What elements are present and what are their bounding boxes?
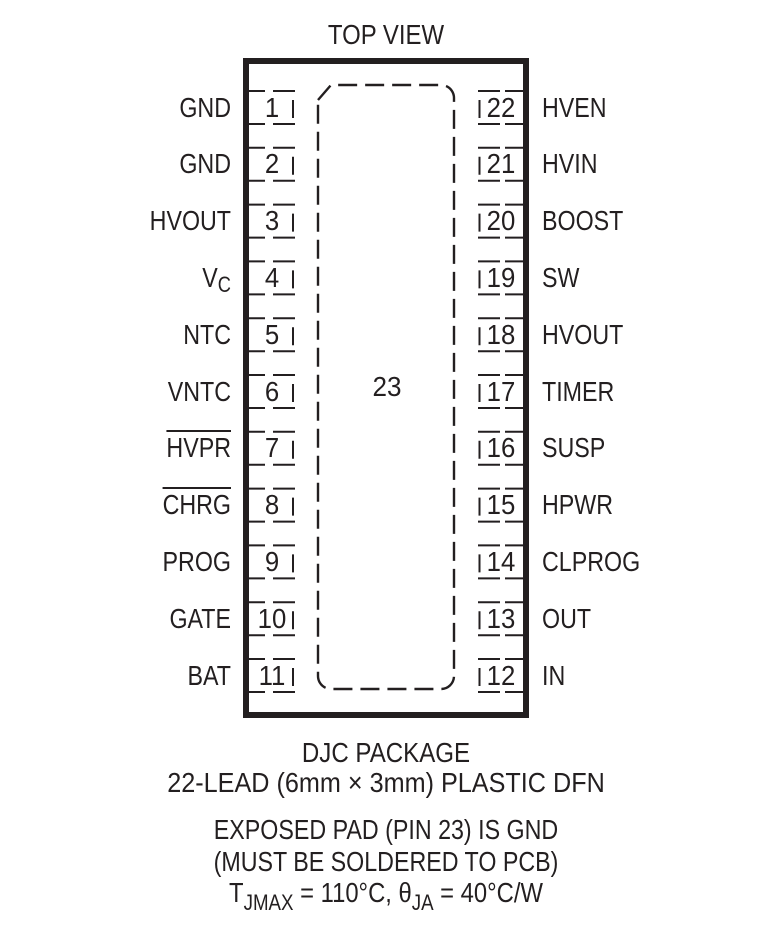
pin-label-13: OUT (542, 602, 592, 634)
exposed-pad-outline (316, 83, 456, 691)
pin-number-1: 1 (264, 91, 280, 123)
pin-label-6: VNTC (39, 375, 231, 407)
pin-name-active-low: HVPR (166, 432, 231, 464)
thermal-spec: TJMAX = 110°C, θJA = 40°C/W (89, 877, 684, 916)
pin-number-17: 17 (486, 375, 516, 407)
pin-label-9: PROG (39, 545, 231, 577)
pin-name-active-low: CHRG (162, 489, 231, 521)
pin-number-12: 12 (486, 659, 516, 691)
pin-label-18: HVOUT (542, 318, 624, 350)
pin-number-21: 21 (486, 148, 516, 180)
pin-number-20: 20 (486, 205, 516, 237)
pin-number-6: 6 (264, 375, 280, 407)
pin-name: HVOUT (149, 205, 231, 237)
solder-note: (MUST BE SOLDERED TO PCB) (213, 846, 559, 877)
exposed-pad-pin-number: 23 (372, 371, 402, 402)
pin-name: NTC (183, 318, 231, 350)
pin-label-5: NTC (39, 318, 231, 350)
theta-value: = 40°C/W (433, 877, 543, 908)
pin-number-10: 10 (257, 602, 287, 634)
pin-number-2: 2 (264, 148, 280, 180)
pin-label-16: SUSP (542, 432, 606, 464)
pin-number-8: 8 (264, 489, 280, 521)
pin-label-22: HVEN (542, 91, 607, 123)
pin-label-8: CHRG (39, 491, 231, 519)
pin-number-19: 19 (486, 261, 516, 293)
pin-label-3: HVOUT (39, 207, 231, 235)
pin-number-18: 18 (486, 318, 516, 350)
package-name: DJC PACKAGE (301, 737, 471, 768)
theta-symbol: θ (398, 877, 412, 908)
pin-label-15: HPWR (542, 489, 614, 521)
tj-symbol: T (229, 877, 244, 908)
pin-name: PROG (162, 545, 231, 577)
pin-label-2: GND (39, 150, 231, 178)
pin-number-9: 9 (264, 545, 280, 577)
package-outline (243, 58, 529, 718)
pin-label-14: CLPROG (542, 545, 641, 577)
pin-label-20: BOOST (542, 205, 624, 237)
pin-name: BAT (187, 659, 231, 691)
pin-number-16: 16 (486, 432, 516, 464)
tj-value: = 110°C, (293, 877, 399, 908)
tj-subscript: JMAX (243, 890, 294, 915)
pin-name: GATE (169, 602, 231, 634)
pin-number-5: 5 (264, 318, 280, 350)
pin-number-11: 11 (258, 659, 286, 691)
pin-label-17: TIMER (542, 375, 615, 407)
pin-number-7: 7 (264, 432, 280, 464)
pin-label-11: BAT (39, 659, 231, 691)
pin-number-15: 15 (486, 489, 516, 521)
pin-name: VNTC (167, 375, 231, 407)
top-view-title: TOP VIEW (327, 19, 445, 50)
pin-label-7: HVPR (39, 434, 231, 462)
pin-number-22: 22 (486, 91, 516, 123)
pin-label-1: GND (39, 91, 231, 123)
pin-label-21: HVIN (542, 148, 598, 180)
pin-number-14: 14 (486, 545, 516, 577)
pin-label-10: GATE (39, 602, 231, 634)
exposed-pad-note: EXPOSED PAD (PIN 23) IS GND (213, 814, 559, 845)
theta-subscript: JA (411, 890, 434, 915)
pin-number-3: 3 (264, 205, 280, 237)
pin-label-19: SW (542, 261, 580, 293)
pin-label-12: IN (542, 659, 566, 691)
pin-number-4: 4 (264, 261, 280, 293)
pin-name: V (202, 261, 218, 293)
pin-name: GND (179, 148, 231, 180)
pin-number-13: 13 (486, 602, 516, 634)
package-description: 22-LEAD (6mm × 3mm) PLASTIC DFN (167, 767, 605, 798)
pin-label-4: VC (39, 261, 231, 297)
pin-name-subscript: C (217, 271, 231, 297)
pin-name: GND (179, 91, 231, 123)
